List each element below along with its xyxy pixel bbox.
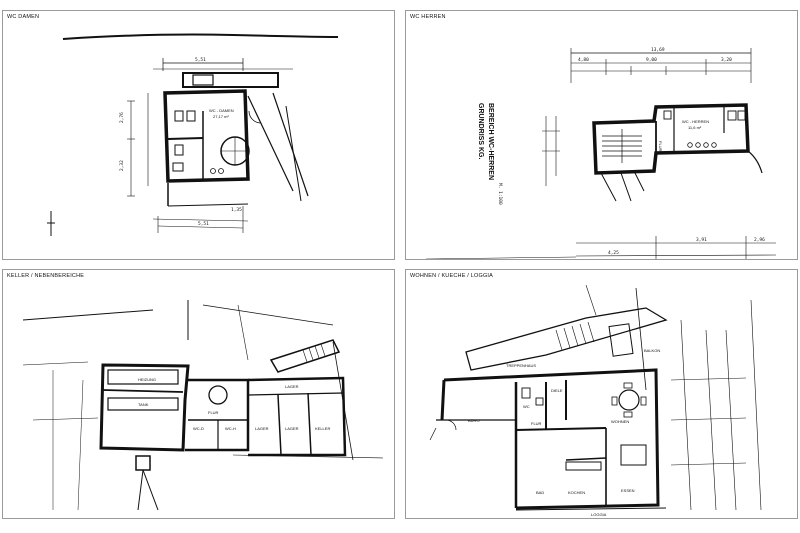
panel-title: WOHNEN / KUECHE / LOGGIA [410,273,494,279]
room-label: WC [523,404,530,409]
room-label: DIELE [551,388,563,393]
room-label-wc-damen: WC - DAMEN [209,108,234,113]
room-label: WC-H [225,426,236,431]
floorplan-wc-herren: GRUNDRISS KG. BEREICH WC-HERREN M. 1:100… [425,47,777,259]
room-label: LAGER [255,426,269,431]
panel-wohnen: WOHNEN / KUECHE / LOGGIA [405,269,798,519]
room-label: LAGER [285,426,299,431]
room-label: FLUR [531,421,542,426]
room-label: FLUR [208,410,219,415]
room-area-wc-herren: 11,6 m² [688,125,702,130]
dim-label: 13,69 [651,47,665,53]
room-label: BÜRO [468,418,480,423]
dim-label: 4,25 [608,250,619,256]
room-label: BAD [536,490,544,495]
panel-title: WC DAMEN [7,14,40,20]
room-label: TREPPENHAUS [506,363,536,368]
dim-label: 5,51 [198,221,209,227]
room-label: BALKON [644,348,660,353]
room-label: KOCHEN [568,490,585,495]
plan-scale: M. 1:100 [497,183,503,205]
panel-title: WC HERREN [410,14,446,20]
panel-wc-damen: WC DAMEN [2,10,395,260]
floorplan-wc-damen: WC - DAMEN 27,17 m² 5,51 2,76 2,32 5,51 … [47,33,339,236]
room-label: WC-D [193,426,204,431]
dim-label: 1,35 [231,207,242,213]
panel-wc-herren: WC HERREN [405,10,798,260]
room-label-flur: FLUR [658,141,663,152]
plan-title: GRUNDRISS KG. [477,103,484,159]
dim-label: 3,20 [721,57,732,63]
room-label: WOHNEN [611,419,629,424]
room-label: LAGER [285,384,299,389]
dim-label: 9,00 [646,57,657,63]
dim-label: 4,80 [578,57,589,63]
room-label: HEIZUNG [138,377,156,382]
dim-label: 2,76 [119,112,125,123]
panel-keller: KELLER / NEBENBEREICHE [2,269,395,519]
floorplan-keller: HEIZUNG TANK LAGER FLUR WC-D WC-H LAGER … [22,300,384,511]
room-label-wc-herren: WC - HERREN [682,119,709,124]
floorplan-wohnen: TREPPENHAUS WC DIELE FLUR BÜRO WOHNEN BA… [429,284,762,517]
plan-subtitle: BEREICH WC-HERREN [487,103,494,180]
room-label: TANK [138,402,149,407]
dim-label: 2,96 [754,237,765,243]
room-label: KELLER [315,426,330,431]
dim-label: 5,51 [195,57,206,63]
panel-title: KELLER / NEBENBEREICHE [7,273,85,279]
dim-label: 2,32 [119,160,125,171]
dim-label: 3,91 [696,237,707,243]
room-label: ESSEN [621,488,635,493]
room-label: LOGGIA [591,512,607,517]
room-area-wc-damen: 27,17 m² [213,114,229,119]
